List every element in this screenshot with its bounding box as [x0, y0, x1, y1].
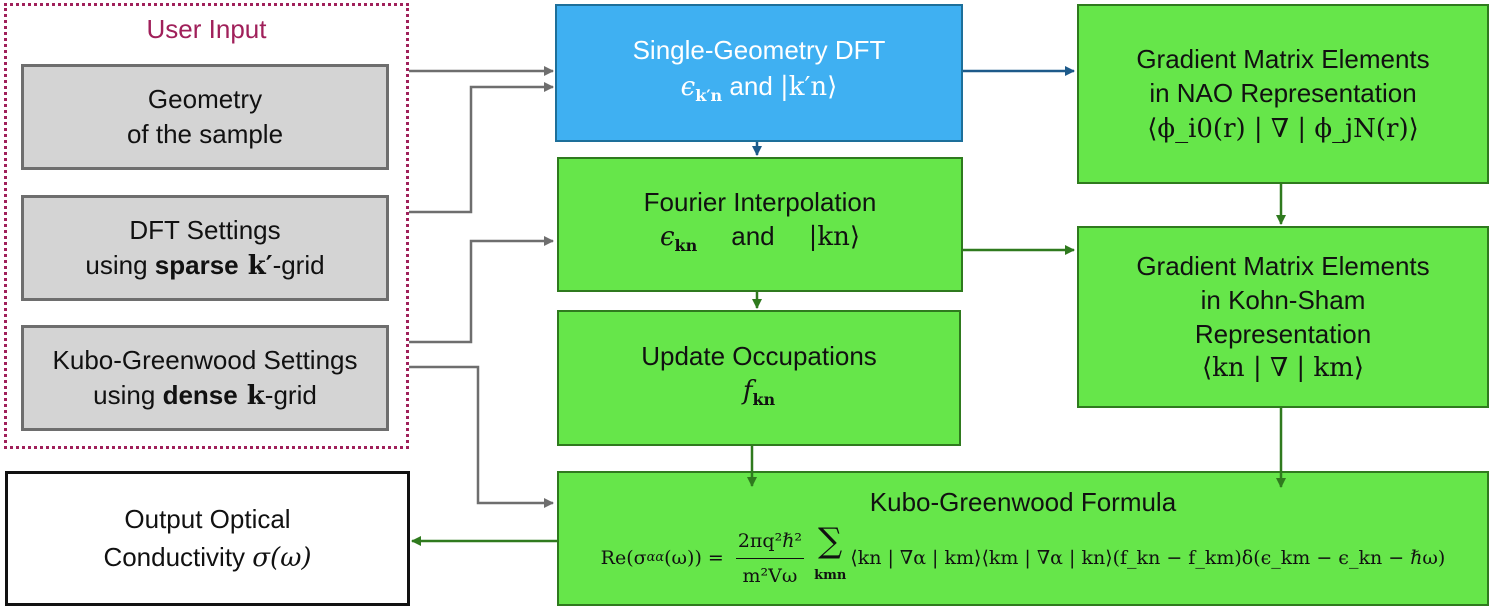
nao-line2: in NAO Representation [1149, 78, 1417, 108]
arrow-dft-settings-to-dft [409, 82, 554, 214]
geometry-line2: of the sample [126, 119, 284, 149]
sigma-omega: σ(ω) [252, 543, 312, 573]
occupations-title: Update Occupations [641, 340, 877, 371]
dense-label: dense [162, 379, 238, 410]
kubo-sum: ∑ kmn [814, 521, 847, 583]
fourier-title: Fourier Interpolation [643, 187, 877, 218]
arrow-kg-settings-to-formula [409, 365, 554, 508]
single-geometry-dft-box: Single-Geometry DFT ϵk′n and |k′n⟩ [555, 4, 963, 142]
kg-settings-box: Kubo-Greenwood Settings using dense k-gr… [21, 325, 389, 431]
single-dft-math: ϵk′n and |k′n⟩ [680, 70, 838, 106]
dft-settings-box: DFT Settings using sparse k′-grid [21, 195, 389, 301]
nao-math: ⟨ϕ_i0(r) | ∇ | ϕ_jN(r)⟩ [1147, 114, 1419, 144]
gradient-nao-box: Gradient Matrix Elements in NAO Represen… [1077, 4, 1489, 184]
output-line1: Output Optical [124, 504, 291, 534]
output-conductivity-box: Output Optical Conductivity σ(ω) [5, 471, 410, 606]
kubo-formula-title: Kubo-Greenwood Formula [869, 487, 1177, 517]
single-dft-title: Single-Geometry DFT [632, 34, 886, 65]
output-line2: Conductivity σ(ω) [103, 542, 312, 573]
ks-line1: Gradient Matrix Elements [1136, 251, 1430, 281]
update-occupations-box: Update Occupations fkn [557, 310, 961, 446]
kubo-fraction: 2πq²ℏ² m²Vω [735, 524, 805, 593]
occupations-math: fkn [742, 375, 776, 410]
gradient-kohn-sham-box: Gradient Matrix Elements in Kohn-Sham Re… [1077, 226, 1489, 408]
sparse-label: sparse [154, 249, 239, 280]
ks-line3: Representation [1194, 319, 1372, 349]
user-input-frame [4, 3, 409, 449]
nao-line1: Gradient Matrix Elements [1136, 44, 1430, 74]
arrow-kg-settings-to-fourier [409, 236, 554, 344]
k-symbol: k [237, 380, 265, 411]
dft-settings-line2: using sparse k′-grid [85, 249, 325, 281]
geometry-box: Geometry of the sample [21, 64, 389, 170]
dft-settings-line1: DFT Settings [129, 214, 281, 245]
ks-line2: in Kohn-Sham [1200, 285, 1366, 315]
user-input-label: User Input [146, 14, 267, 44]
ks-math: ⟨kn | ∇ | km⟩ [1202, 353, 1364, 383]
kg-settings-line1: Kubo-Greenwood Settings [52, 344, 358, 375]
kg-settings-line2: using dense k-grid [93, 379, 317, 411]
geometry-line1: Geometry [147, 84, 263, 114]
k-prime-symbol: k′ [238, 250, 273, 281]
